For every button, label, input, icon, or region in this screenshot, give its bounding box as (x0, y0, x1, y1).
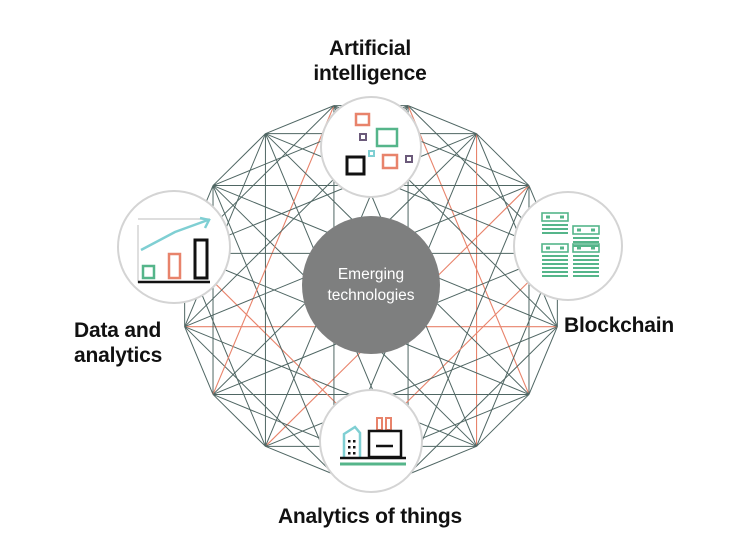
mesh-line (265, 105, 335, 135)
block-mark (591, 228, 595, 232)
mesh-line (407, 445, 477, 475)
da-label-line2: analytics (74, 344, 163, 367)
ai-label-line1: Artificial (328, 37, 412, 60)
mesh-line (184, 326, 335, 475)
block-header (541, 243, 569, 253)
mesh-line (407, 105, 477, 135)
center-label-line1: Emerging (338, 266, 404, 283)
block-mark (560, 246, 564, 250)
center-hub (302, 216, 440, 354)
block-header (572, 225, 600, 235)
mesh-line (476, 133, 530, 186)
label-data-and-analytics: Data and analytics (74, 318, 204, 368)
at-label: Analytics of things (277, 505, 463, 528)
mesh-line (528, 326, 558, 395)
bar-chart-icon (137, 216, 211, 284)
mesh-line (265, 445, 335, 475)
mesh-line (184, 326, 214, 395)
block-mark (577, 246, 581, 250)
node-data-and-analytics (117, 190, 231, 304)
mesh-line (212, 185, 335, 475)
factory-icon (340, 417, 406, 466)
center-label-line2: technologies (327, 287, 414, 304)
mesh-line (212, 133, 266, 186)
label-blockchain: Blockchain (564, 313, 704, 338)
block-mark (591, 246, 595, 250)
node-analytics-of-things (319, 389, 423, 493)
block-mark (577, 228, 581, 232)
label-analytics-of-things: Analytics of things (235, 504, 505, 529)
mesh-line (265, 133, 558, 254)
block-header (541, 212, 569, 222)
block-header (572, 243, 600, 253)
node-blockchain (513, 191, 623, 301)
block-mark (546, 215, 550, 219)
node-artificial-intelligence (320, 96, 422, 198)
blockchain-blocks-icon (541, 212, 600, 277)
da-label-line1: Data and (74, 319, 162, 342)
ai-label-line2: intelligence (313, 62, 427, 85)
mesh-line (184, 133, 477, 254)
mesh-line (407, 326, 558, 475)
ai-squares-icon (345, 112, 413, 176)
label-artificial-intelligence: Artificial intelligence (280, 36, 460, 86)
block-mark (560, 215, 564, 219)
mesh-line (212, 394, 266, 447)
mesh-line (407, 185, 530, 475)
bc-label: Blockchain (564, 314, 675, 337)
mesh-line (476, 394, 530, 447)
block-mark (546, 246, 550, 250)
